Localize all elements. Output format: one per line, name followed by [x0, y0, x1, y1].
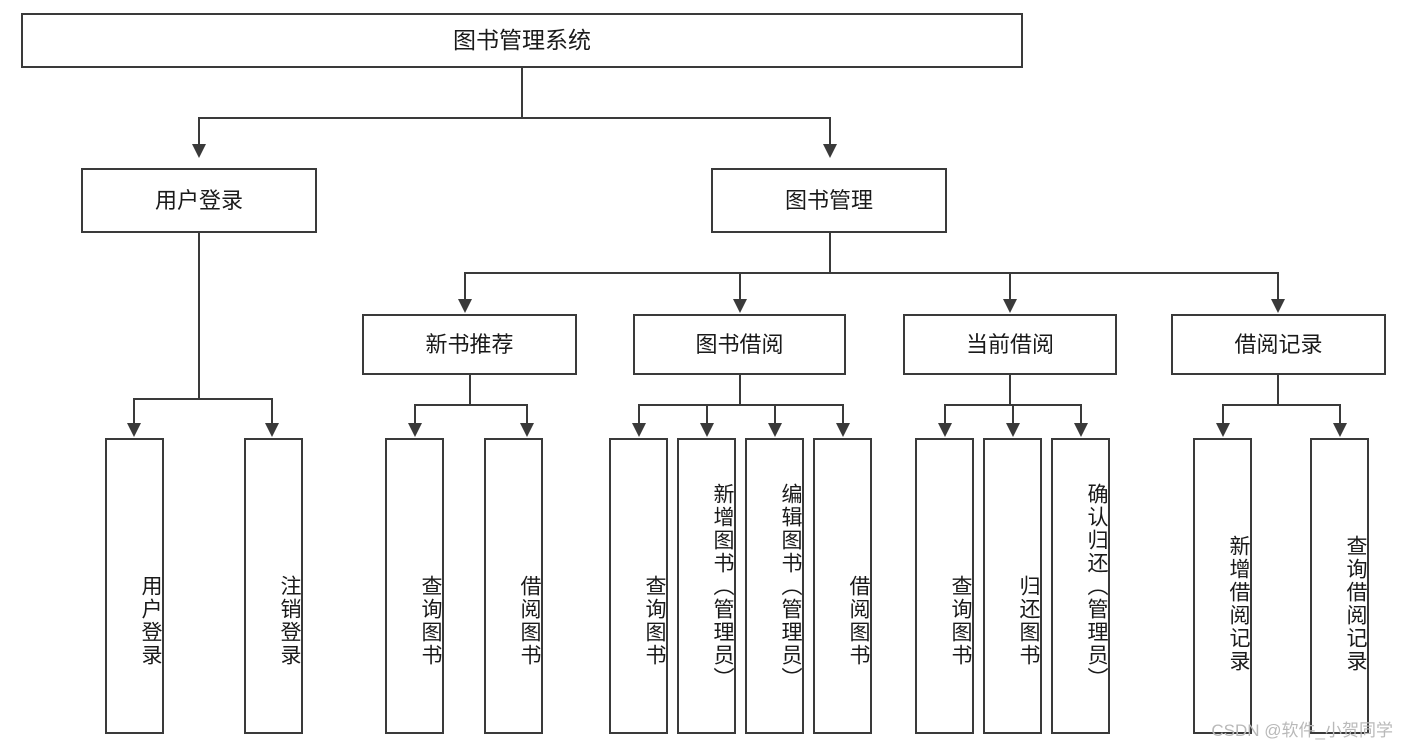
connector-book-borrow-to-leaf-3: [774, 404, 776, 425]
node-label: 查询借阅记录: [1344, 535, 1367, 673]
connector-user-login-to-leaf-1: [133, 398, 135, 425]
leaf-confirm-return-admin[interactable]: 确认归还（管理员）: [1051, 438, 1110, 734]
arrow-book-borrow-to-leaf-2: [700, 423, 714, 437]
leaf-logout[interactable]: 注销登录: [244, 438, 303, 734]
node-label: 新书推荐: [425, 331, 514, 357]
arrow-user-login-to-leaf-2: [265, 423, 279, 437]
connector-book-borrow-stem: [739, 375, 741, 405]
connector-current-borrow-to-leaf-2: [1012, 404, 1014, 425]
connector-user-login-to-leaf-2: [271, 398, 273, 425]
leaf-add-book-admin[interactable]: 新增图书（管理员）: [677, 438, 736, 734]
connector-new-book-to-leaf-1: [414, 404, 416, 425]
connector-book-borrow-to-leaf-2: [706, 404, 708, 425]
connector-user-login-stem: [198, 233, 200, 399]
connector-root-to-book-manage: [829, 117, 831, 146]
connector-book-manage-stem: [829, 233, 831, 273]
connector-book-borrow-bus: [638, 404, 843, 406]
connector-borrow-record-to-leaf-1: [1222, 404, 1224, 425]
connector-current-borrow-to-leaf-1: [944, 404, 946, 425]
leaf-query-borrow-record[interactable]: 查询借阅记录: [1310, 438, 1369, 734]
node-label: 注销登录: [278, 575, 301, 667]
node-label: 编辑图书（管理员）: [779, 482, 802, 690]
connector-root-bus: [198, 117, 831, 119]
leaf-borrow-book-new-recommend[interactable]: 借阅图书: [484, 438, 543, 734]
connector-new-book-stem: [469, 375, 471, 405]
node-label: 图书管理: [784, 187, 873, 213]
connector-book-borrow-to-leaf-1: [638, 404, 640, 425]
node-label: 借阅图书: [518, 575, 541, 667]
arrow-book-borrow-to-leaf-1: [632, 423, 646, 437]
connector-new-book-bus: [414, 404, 526, 406]
leaf-query-book-new-recommend[interactable]: 查询图书: [385, 438, 444, 734]
node-book-borrow[interactable]: 图书借阅: [633, 314, 846, 375]
node-new-book-recommend[interactable]: 新书推荐: [362, 314, 577, 375]
node-label: 借阅记录: [1234, 331, 1323, 357]
leaf-user-login[interactable]: 用户登录: [105, 438, 164, 734]
connector-borrow-record-bus: [1222, 404, 1339, 406]
node-label: 新增借阅记录: [1227, 535, 1250, 673]
arrow-book-borrow-to-leaf-3: [768, 423, 782, 437]
node-book-management[interactable]: 图书管理: [711, 168, 947, 233]
arrow-borrow-record-to-leaf-1: [1216, 423, 1230, 437]
node-label: 用户登录: [154, 187, 243, 213]
connector-new-book-to-leaf-2: [526, 404, 528, 425]
node-label: 借阅图书: [847, 575, 870, 667]
node-root-system[interactable]: 图书管理系统: [21, 13, 1023, 68]
leaf-borrow-book[interactable]: 借阅图书: [813, 438, 872, 734]
node-label: 归还图书: [1017, 575, 1040, 667]
connector-current-borrow-stem: [1009, 375, 1011, 405]
arrow-book-borrow-to-leaf-4: [836, 423, 850, 437]
arrow-borrow-record-to-leaf-2: [1333, 423, 1347, 437]
connector-borrow-record-to-leaf-2: [1339, 404, 1341, 425]
connector-borrow-record-stem: [1277, 375, 1279, 405]
watermark: CSDN @软件_小贺同学: [1211, 721, 1393, 740]
connector-book-manage-to-lvl3-4: [1277, 272, 1279, 301]
node-label: 当前借阅: [965, 331, 1054, 357]
connector-book-manage-bus: [464, 272, 1278, 274]
arrow-root-to-book-manage: [823, 144, 837, 158]
node-label: 用户登录: [139, 575, 162, 667]
arrow-root-to-user-login: [192, 144, 206, 158]
leaf-query-book-current[interactable]: 查询图书: [915, 438, 974, 734]
connector-user-login-bus: [133, 398, 271, 400]
leaf-query-book-borrow[interactable]: 查询图书: [609, 438, 668, 734]
arrow-new-book-to-leaf-1: [408, 423, 422, 437]
node-borrow-record[interactable]: 借阅记录: [1171, 314, 1386, 375]
node-label: 图书借阅: [695, 331, 784, 357]
node-label: 图书管理系统: [453, 27, 591, 54]
node-label: 确认归还（管理员）: [1085, 482, 1108, 690]
node-user-login[interactable]: 用户登录: [81, 168, 317, 233]
connector-root-to-user-login: [198, 117, 200, 146]
connector-book-borrow-to-leaf-4: [842, 404, 844, 425]
arrow-current-borrow-to-leaf-3: [1074, 423, 1088, 437]
connector-current-borrow-to-leaf-3: [1080, 404, 1082, 425]
arrow-book-manage-to-lvl3-1: [458, 299, 472, 313]
connector-book-manage-to-lvl3-1: [464, 272, 466, 301]
node-label: 查询图书: [949, 575, 972, 667]
leaf-return-book[interactable]: 归还图书: [983, 438, 1042, 734]
connector-book-manage-to-lvl3-3: [1009, 272, 1011, 301]
node-label: 新增图书（管理员）: [711, 482, 734, 690]
arrow-book-manage-to-lvl3-4: [1271, 299, 1285, 313]
node-current-borrow[interactable]: 当前借阅: [903, 314, 1117, 375]
leaf-edit-book-admin[interactable]: 编辑图书（管理员）: [745, 438, 804, 734]
arrow-current-borrow-to-leaf-1: [938, 423, 952, 437]
node-label: 查询图书: [419, 575, 442, 667]
arrow-current-borrow-to-leaf-2: [1006, 423, 1020, 437]
node-label: 查询图书: [643, 575, 666, 667]
arrow-user-login-to-leaf-1: [127, 423, 141, 437]
arrow-book-manage-to-lvl3-2: [733, 299, 747, 313]
leaf-add-borrow-record[interactable]: 新增借阅记录: [1193, 438, 1252, 734]
connector-book-manage-to-lvl3-2: [739, 272, 741, 301]
arrow-new-book-to-leaf-2: [520, 423, 534, 437]
arrow-book-manage-to-lvl3-3: [1003, 299, 1017, 313]
connector-root-stem: [521, 68, 523, 118]
